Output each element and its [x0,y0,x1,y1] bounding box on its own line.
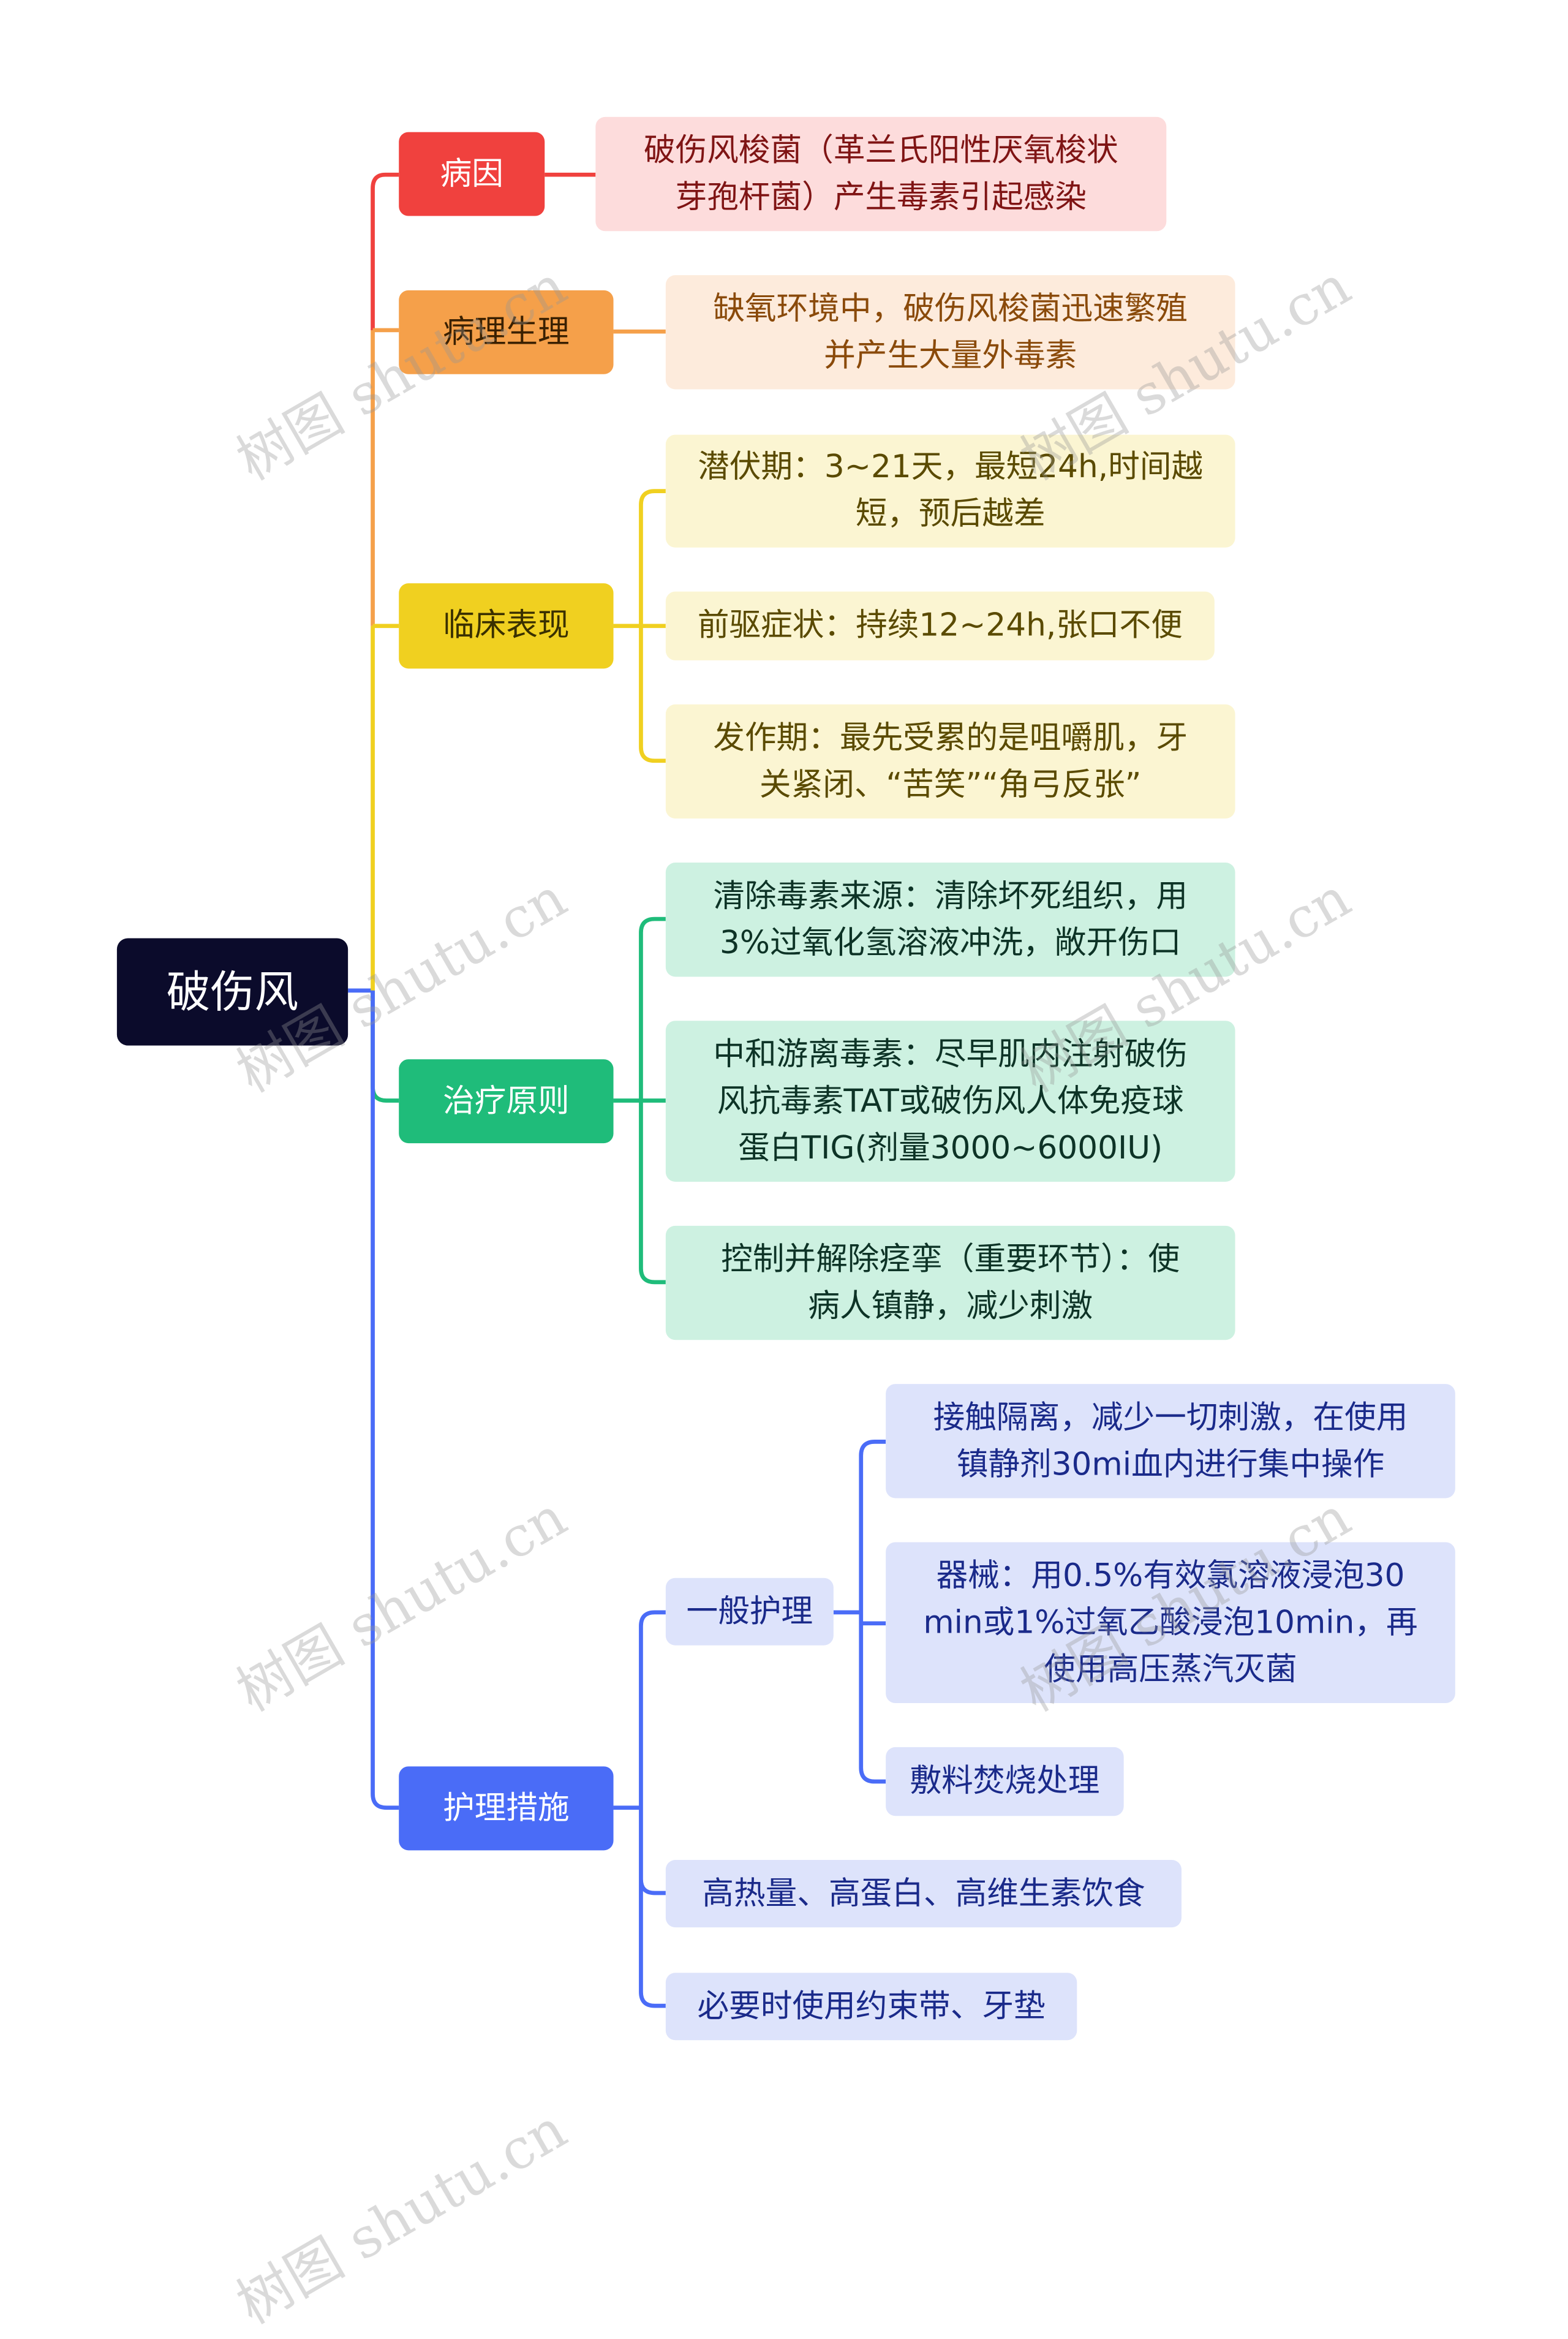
mindmap-canvas: 破伤风 病因 破伤风梭菌（革兰氏阳性厌氧梭状 芽孢杆菌）产生毒素引起感染 病理生… [116,116,1455,2337]
sub-general-care[interactable]: 一般护理 [665,1578,834,1646]
root-node[interactable]: 破伤风 [116,938,349,1046]
leaf-attack[interactable]: 发作期：最先受累的是咀嚼肌，牙 关紧闭、“苦笑”“角弓反张” [665,704,1235,819]
leaf-instruments[interactable]: 器械：用0.5%有效氯溶液浸泡30 min或1%过氧乙酸浸泡10min，再 使用… [886,1542,1455,1704]
leaf-diet[interactable]: 高热量、高蛋白、高维生素饮食 [665,1860,1182,1928]
branch-pathophysiology[interactable]: 病理生理 [399,290,614,374]
leaf-incubation[interactable]: 潜伏期：3~21天，最短24h,时间越 短，预后越差 [665,434,1235,548]
branch-cause[interactable]: 病因 [399,132,545,216]
leaf-restraint[interactable]: 必要时使用约束带、牙垫 [665,1973,1077,2041]
connectors [348,172,886,2008]
leaf-neutralize-toxin[interactable]: 中和游离毒素：尽早肌内注射破伤 风抗毒素TAT或破伤风人体免疫球 蛋白TIG(剂… [665,1021,1235,1182]
leaf-control-spasm[interactable]: 控制并解除痉挛（重要环节）：使 病人镇静，减少刺激 [665,1225,1235,1340]
leaf-cause[interactable]: 破伤风梭菌（革兰氏阳性厌氧梭状 芽孢杆菌）产生毒素引起感染 [595,116,1167,232]
leaf-prodrome[interactable]: 前驱症状：持续12~24h,张口不便 [665,591,1215,660]
leaf-isolation[interactable]: 接触隔离，减少一切刺激，在使用 镇静剂30mi血内进行集中操作 [886,1384,1455,1498]
branch-clinical[interactable]: 临床表现 [399,583,614,669]
branch-treatment[interactable]: 治疗原则 [399,1059,614,1144]
leaf-remove-toxin[interactable]: 清除毒素来源：清除坏死组织，用 3%过氧化氢溶液冲洗，敞开伤口 [665,862,1235,977]
leaf-dressing[interactable]: 敷料焚烧处理 [886,1747,1124,1816]
branch-nursing[interactable]: 护理措施 [399,1766,614,1851]
leaf-pathophysiology[interactable]: 缺氧环境中，破伤风梭菌迅速繁殖 并产生大量外毒素 [665,275,1235,390]
